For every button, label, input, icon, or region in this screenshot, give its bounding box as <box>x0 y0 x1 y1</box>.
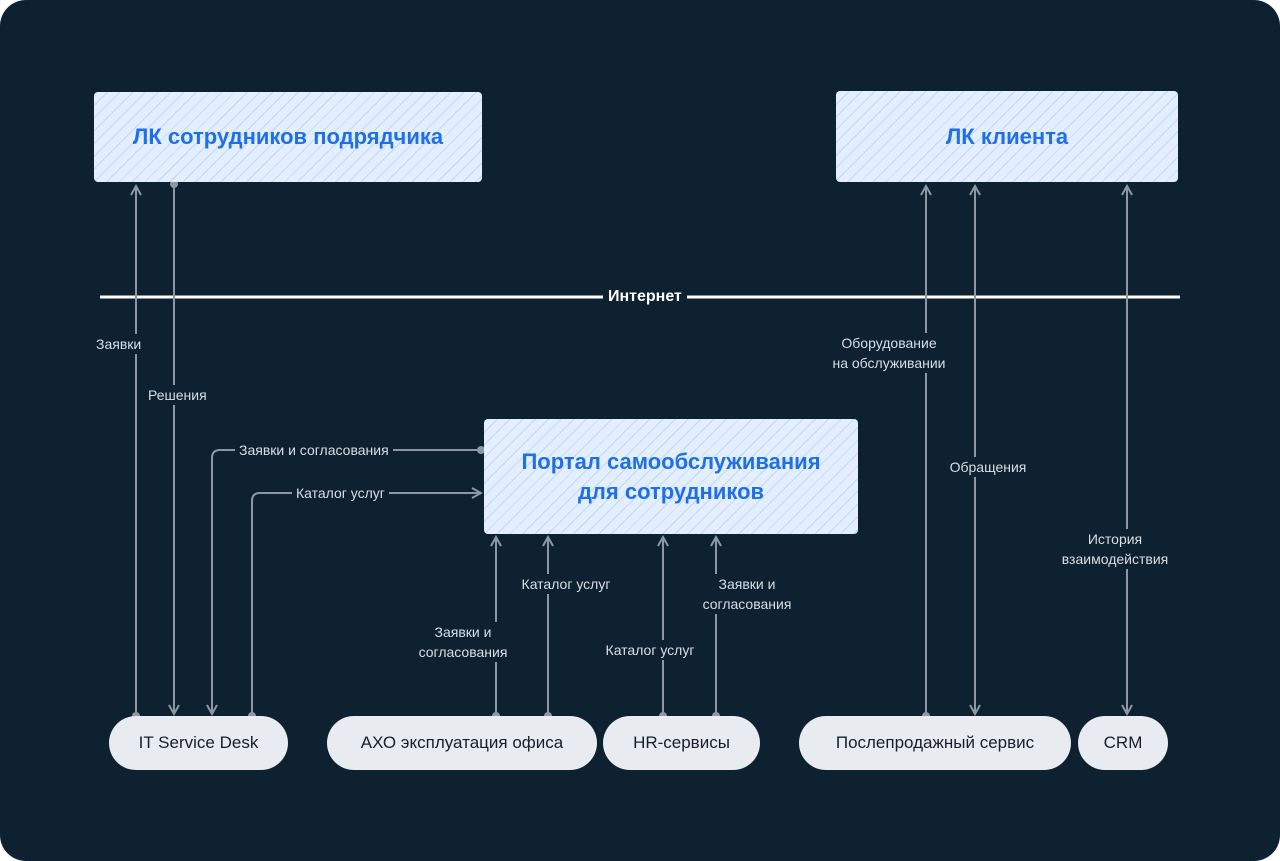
self-service-portal-box[interactable]: Портал самообслуживания для сотрудников <box>484 419 858 534</box>
flow-label-solutions: Решения <box>148 385 207 405</box>
client-portal-box[interactable]: ЛК клиента <box>836 91 1178 182</box>
internet-label: Интернет <box>603 286 687 308</box>
connector-catalog-itsd <box>251 493 481 716</box>
flow-label-requests: Заявки <box>96 334 142 354</box>
self-service-portal-title-line2: для сотрудников <box>577 478 765 504</box>
system-crm[interactable]: CRM <box>1078 716 1168 770</box>
flow-label-axo-requests: Заявки и согласования <box>408 622 518 662</box>
contractor-portal-box[interactable]: ЛК сотрудников подрядчика <box>94 92 482 182</box>
flow-label-appeals: Обращения <box>940 457 1036 477</box>
system-axo-office[interactable]: АХО эксплуатация офиса <box>327 716 597 770</box>
connector-requests-approvals <box>212 449 481 714</box>
flow-label-equipment: Оборудование на обслуживании <box>820 333 958 373</box>
flow-label-hr-catalog: Каталог услуг <box>592 640 708 660</box>
system-it-service-desk[interactable]: IT Service Desk <box>109 716 288 770</box>
flow-label-hr-requests: Заявки и согласования <box>692 574 802 614</box>
flow-label-history: История взаимодействия <box>1053 529 1177 569</box>
system-hr-services[interactable]: HR-сервисы <box>603 716 760 770</box>
contractor-portal-title: ЛК сотрудников подрядчика <box>132 124 444 149</box>
flow-label-requests-approvals-itsd: Заявки и согласования <box>235 440 393 460</box>
flow-label-catalog-itsd: Каталог услуг <box>292 483 389 503</box>
flow-label-axo-catalog: Каталог услуг <box>508 574 624 594</box>
self-service-portal-title-line1: Портал самообслуживания <box>521 448 821 474</box>
system-after-sales[interactable]: Послепродажный сервис <box>799 716 1071 770</box>
client-portal-title: ЛК клиента <box>945 123 1069 149</box>
